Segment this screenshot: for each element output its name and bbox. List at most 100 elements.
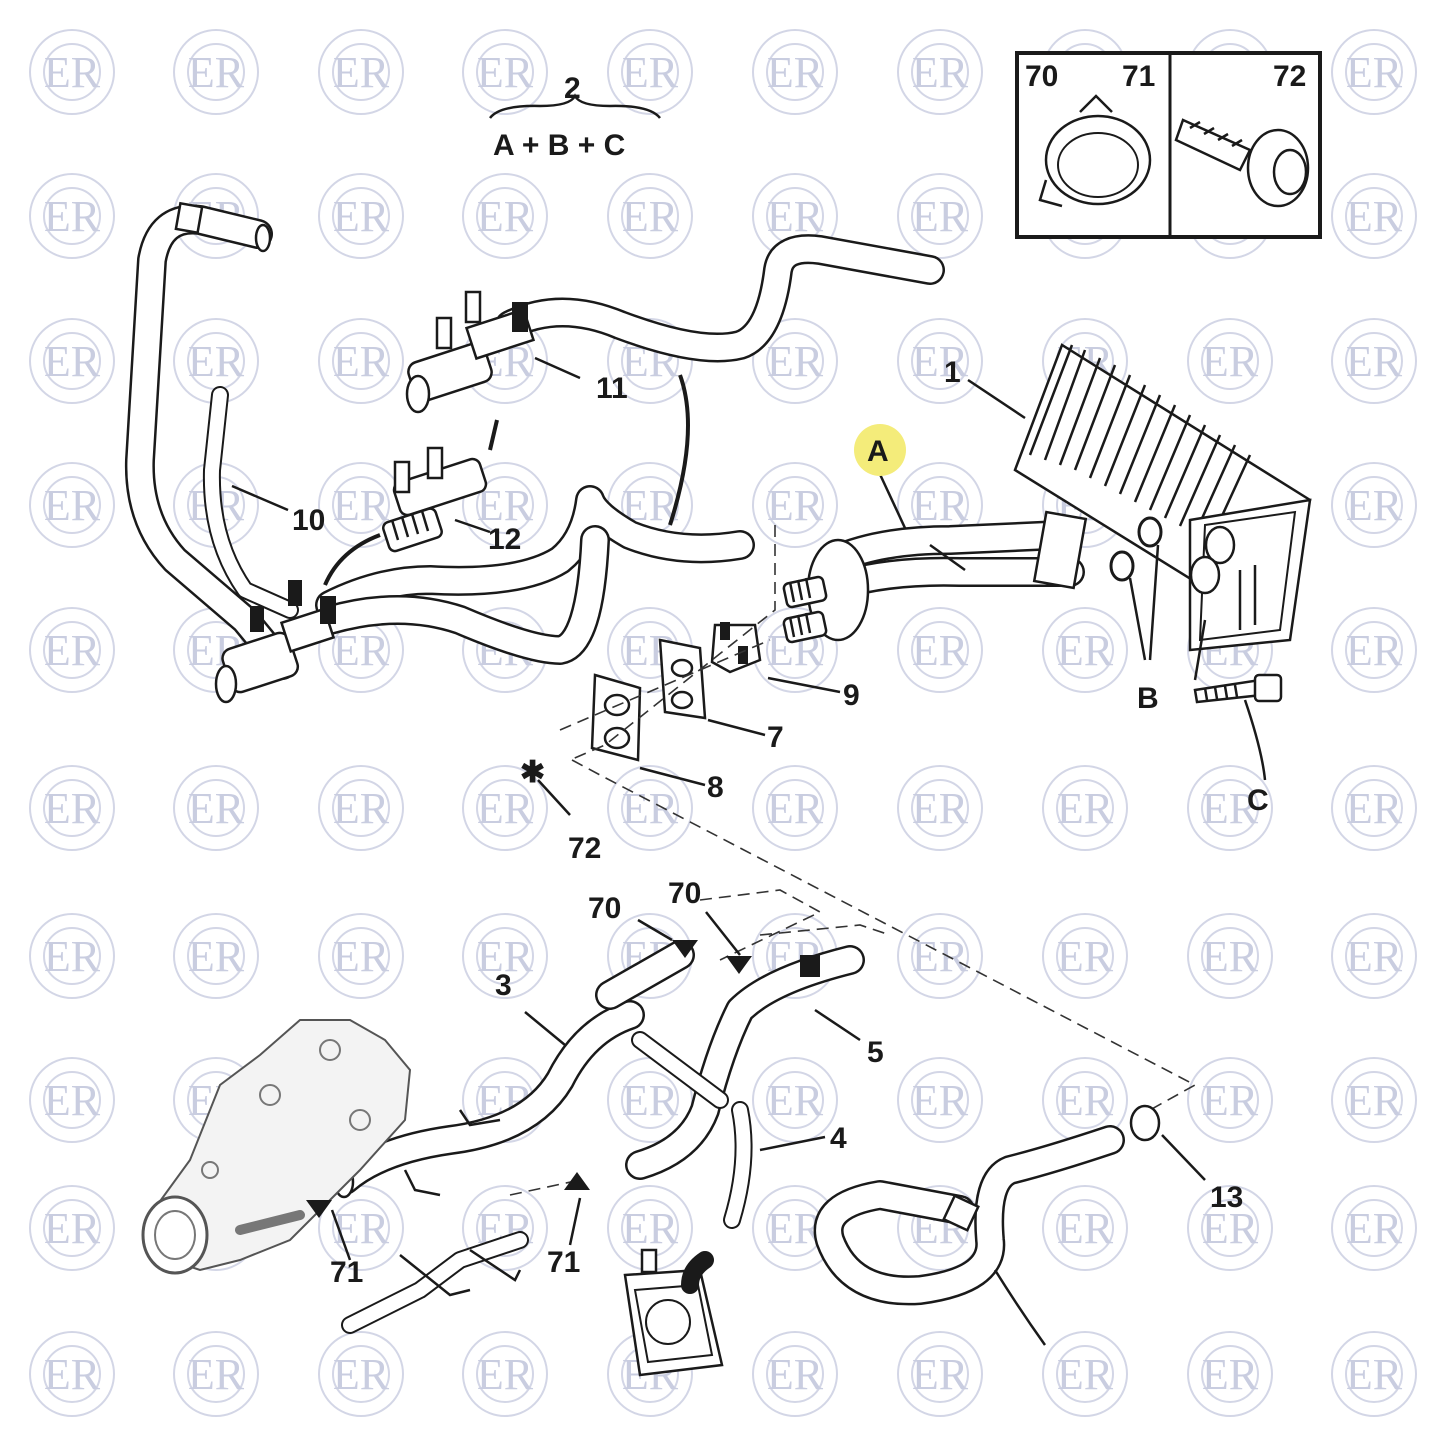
watermark-monogram: ER xyxy=(1057,932,1114,981)
watermark-monogram: ER xyxy=(44,1076,101,1125)
callout-A: A xyxy=(867,435,889,468)
watermark-seal: ER xyxy=(1042,1057,1128,1143)
inset-label-71: 71 xyxy=(1122,60,1155,93)
clamp-markers xyxy=(306,940,752,1218)
watermark-monogram: ER xyxy=(767,1350,824,1399)
watermark-seal: ER xyxy=(752,318,838,404)
assembly-formula: A + B + C xyxy=(493,129,625,162)
watermark-seal: ER xyxy=(29,1185,115,1271)
watermark-seal: ER xyxy=(462,462,548,548)
watermark-seal: ER xyxy=(173,765,259,851)
watermark-seal: ER xyxy=(29,29,115,115)
watermark-seal: ER xyxy=(1331,173,1417,259)
watermark-monogram: ER xyxy=(333,784,390,833)
watermark-seal: ER xyxy=(318,607,404,693)
watermark-monogram: ER xyxy=(44,1204,101,1253)
watermark-seal: ER xyxy=(897,765,983,851)
watermark-seal: ER xyxy=(1331,1057,1417,1143)
watermark-seal: ER xyxy=(1187,765,1273,851)
watermark-monogram: ER xyxy=(1346,192,1403,241)
watermark-monogram: ER xyxy=(477,192,534,241)
support-bracket xyxy=(341,1109,529,1334)
watermark-monogram: ER xyxy=(333,192,390,241)
watermark-seal: ER xyxy=(897,173,983,259)
watermark-seal: ER xyxy=(29,462,115,548)
watermark-seal: ER xyxy=(1331,1331,1417,1417)
watermark-seal: ER xyxy=(752,1331,838,1417)
watermark-monogram: ER xyxy=(1346,1076,1403,1125)
watermark-monogram: ER xyxy=(1202,784,1259,833)
callout-70a: 70 xyxy=(588,892,621,925)
watermark-seal: ER xyxy=(607,173,693,259)
oil-cooler xyxy=(623,1248,724,1377)
hose-10 xyxy=(124,201,299,680)
watermark-monogram: ER xyxy=(1346,626,1403,675)
leader-lines xyxy=(231,356,1206,1261)
callout-9: 9 xyxy=(843,679,860,712)
inset-label-70: 70 xyxy=(1025,60,1058,93)
hose-3 xyxy=(330,940,695,1199)
watermark-monogram: ER xyxy=(477,48,534,97)
watermark-seal: ER xyxy=(1042,1185,1128,1271)
watermark-monogram: ER xyxy=(767,1076,824,1125)
watermark-seal: ER xyxy=(29,1057,115,1143)
assembly-header: 2 A + B + C xyxy=(489,72,661,162)
watermark-seal: ER xyxy=(462,765,548,851)
valve-12 xyxy=(323,446,488,586)
watermark-seal: ER xyxy=(897,1331,983,1417)
watermark-seal: ER xyxy=(1331,607,1417,693)
watermark-seal: ER xyxy=(1187,1331,1273,1417)
watermark-seal: ER xyxy=(29,318,115,404)
watermark-seal: ER xyxy=(462,29,548,115)
watermark-seal: ER xyxy=(462,1331,548,1417)
watermark-seal: ER xyxy=(897,318,983,404)
watermark-monogram: ER xyxy=(333,1204,390,1253)
watermark-seal: ER xyxy=(1042,765,1128,851)
watermark-seal: ER xyxy=(318,462,404,548)
watermark-monogram: ER xyxy=(912,626,969,675)
watermark-seal: ER xyxy=(173,318,259,404)
watermark-monogram: ER xyxy=(1346,48,1403,97)
callout-5: 5 xyxy=(867,1036,884,1069)
callout-13: 13 xyxy=(1210,1181,1243,1214)
watermark-seal: ER xyxy=(29,913,115,999)
watermark-monogram: ER xyxy=(912,784,969,833)
callout-72: 72 xyxy=(568,832,601,865)
watermark-monogram: ER xyxy=(767,784,824,833)
watermark-seal: ER xyxy=(752,29,838,115)
watermark-monogram: ER xyxy=(333,481,390,530)
watermark-monogram: ER xyxy=(767,337,824,386)
watermark-seal: ER xyxy=(318,1331,404,1417)
watermark-monogram: ER xyxy=(622,1076,679,1125)
asterisk-marker: ✱ xyxy=(520,756,545,789)
watermark-seal: ER xyxy=(607,1057,693,1143)
watermark-monogram: ER xyxy=(1346,1204,1403,1253)
watermark-seal: ER xyxy=(897,29,983,115)
callout-3: 3 xyxy=(495,969,512,1002)
callout-8: 8 xyxy=(707,771,724,804)
watermark-seal: ER xyxy=(1331,1185,1417,1271)
watermark-monogram: ER xyxy=(44,337,101,386)
watermark-monogram: ER xyxy=(912,1076,969,1125)
watermark-seal: ER xyxy=(752,462,838,548)
callout-11: 11 xyxy=(596,372,628,405)
watermark-monogram: ER xyxy=(1057,626,1114,675)
watermark-monogram: ER xyxy=(1057,1076,1114,1125)
watermark-monogram: ER xyxy=(1202,1204,1259,1253)
watermark-monogram: ER xyxy=(188,337,245,386)
hose-13-pipe xyxy=(813,1104,1161,1346)
watermark-monogram: ER xyxy=(188,1350,245,1399)
callout-labels: A 1 B C 11 10 12 9 7 8 ✱ 72 70 70 3 5 4 … xyxy=(292,356,1269,1289)
valve-11 xyxy=(405,290,536,451)
watermark-seal: ER xyxy=(29,173,115,259)
triangle-71b-icon xyxy=(564,1172,590,1190)
watermark-seal: ER xyxy=(607,765,693,851)
watermark-seal: ER xyxy=(897,607,983,693)
watermark-monogram: ER xyxy=(333,626,390,675)
watermark-monogram: ER xyxy=(767,192,824,241)
triangle-70b-icon xyxy=(726,956,752,974)
callout-7: 7 xyxy=(767,721,784,754)
watermark-seal: ER xyxy=(1042,1331,1128,1417)
inset-box: 70 71 72 xyxy=(1015,51,1322,239)
